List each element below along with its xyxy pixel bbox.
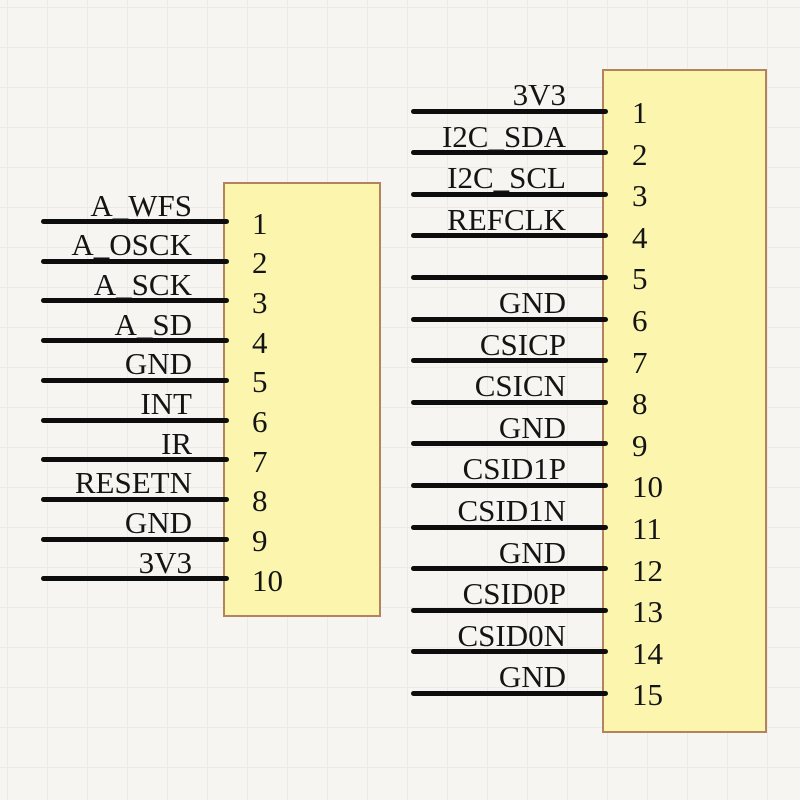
pin-wire bbox=[41, 219, 229, 224]
pin-number: 3 bbox=[632, 178, 648, 214]
pin-wire bbox=[41, 258, 229, 264]
pin-label: GND bbox=[498, 409, 566, 445]
pin-number: 2 bbox=[632, 136, 648, 172]
pin-number: 9 bbox=[252, 523, 268, 559]
pin-wire bbox=[411, 233, 608, 239]
pin-label: CSICP bbox=[479, 326, 566, 362]
pin-wire bbox=[411, 607, 608, 613]
pin-label: GND bbox=[124, 346, 192, 382]
pin-label: CSICN bbox=[474, 368, 566, 404]
pin-label: INT bbox=[140, 386, 192, 421]
pin-wire bbox=[411, 150, 608, 156]
pin-number: 10 bbox=[252, 562, 283, 598]
pin-wire bbox=[411, 316, 608, 322]
pin-number: 5 bbox=[632, 261, 648, 297]
pin-label: GND bbox=[498, 534, 566, 570]
pin-number: 7 bbox=[632, 344, 648, 380]
pin-wire bbox=[41, 377, 229, 383]
pin-number: 4 bbox=[252, 324, 268, 360]
pin-label: CSID1P bbox=[462, 451, 566, 487]
pin-wire bbox=[411, 274, 608, 280]
pin-number: 15 bbox=[632, 677, 663, 713]
pin-number: 3 bbox=[252, 284, 268, 320]
pin-label: A_WFS bbox=[90, 187, 192, 223]
pin-number: 1 bbox=[252, 205, 268, 241]
pin-label: 3V3 bbox=[138, 544, 192, 580]
pin-wire bbox=[411, 690, 608, 696]
connector-body bbox=[223, 182, 381, 617]
pin-wire bbox=[41, 298, 229, 304]
pin-number: 14 bbox=[632, 635, 663, 671]
pin-label: RESETN bbox=[74, 465, 192, 501]
pin-label: CSID1N bbox=[457, 493, 566, 528]
pin-label: I2C_SCL bbox=[447, 160, 566, 196]
pin-wire bbox=[411, 358, 608, 364]
pin-wire bbox=[41, 536, 229, 542]
pin-number: 13 bbox=[632, 594, 663, 630]
pin-label: IR bbox=[161, 425, 192, 461]
pin-label: 3V3 bbox=[512, 77, 566, 112]
pin-number: 1 bbox=[632, 95, 648, 130]
pin-wire bbox=[411, 399, 608, 405]
pin-number: 8 bbox=[252, 483, 268, 519]
pin-label: CSID0N bbox=[457, 617, 566, 653]
pin-wire bbox=[411, 441, 608, 447]
pin-number: 12 bbox=[632, 552, 663, 588]
pin-wire bbox=[41, 417, 229, 423]
pin-label: GND bbox=[498, 285, 566, 320]
pin-wire bbox=[41, 576, 229, 582]
pin-wire bbox=[411, 649, 608, 655]
pin-wire bbox=[41, 338, 229, 344]
pin-number: 10 bbox=[632, 469, 663, 505]
pin-wire bbox=[411, 566, 608, 572]
pin-label: GND bbox=[498, 659, 566, 695]
pin-label: CSID0P bbox=[462, 576, 566, 612]
pin-number: 8 bbox=[632, 386, 648, 422]
pin-number: 5 bbox=[252, 364, 268, 400]
pin-wire bbox=[411, 191, 608, 197]
pin-label: A_SCK bbox=[93, 266, 192, 302]
pin-number: 6 bbox=[632, 303, 648, 338]
pin-label: REFCLK bbox=[447, 201, 566, 237]
pin-wire bbox=[411, 482, 608, 488]
pin-label: A_SD bbox=[114, 306, 192, 342]
pin-number: 2 bbox=[252, 245, 268, 281]
pin-number: 6 bbox=[252, 404, 268, 439]
pin-number: 4 bbox=[632, 219, 648, 255]
pin-number: 7 bbox=[252, 443, 268, 479]
pin-wire bbox=[41, 457, 229, 463]
pin-wire bbox=[411, 524, 608, 530]
pin-label: A_OSCK bbox=[71, 227, 192, 263]
pin-number: 11 bbox=[632, 511, 662, 546]
connector-body bbox=[602, 69, 767, 733]
pin-wire bbox=[411, 108, 608, 114]
pin-label: I2C_SDA bbox=[441, 118, 566, 154]
pin-wire bbox=[41, 496, 229, 502]
pin-number: 9 bbox=[632, 427, 648, 463]
pin-label: GND bbox=[124, 505, 192, 541]
